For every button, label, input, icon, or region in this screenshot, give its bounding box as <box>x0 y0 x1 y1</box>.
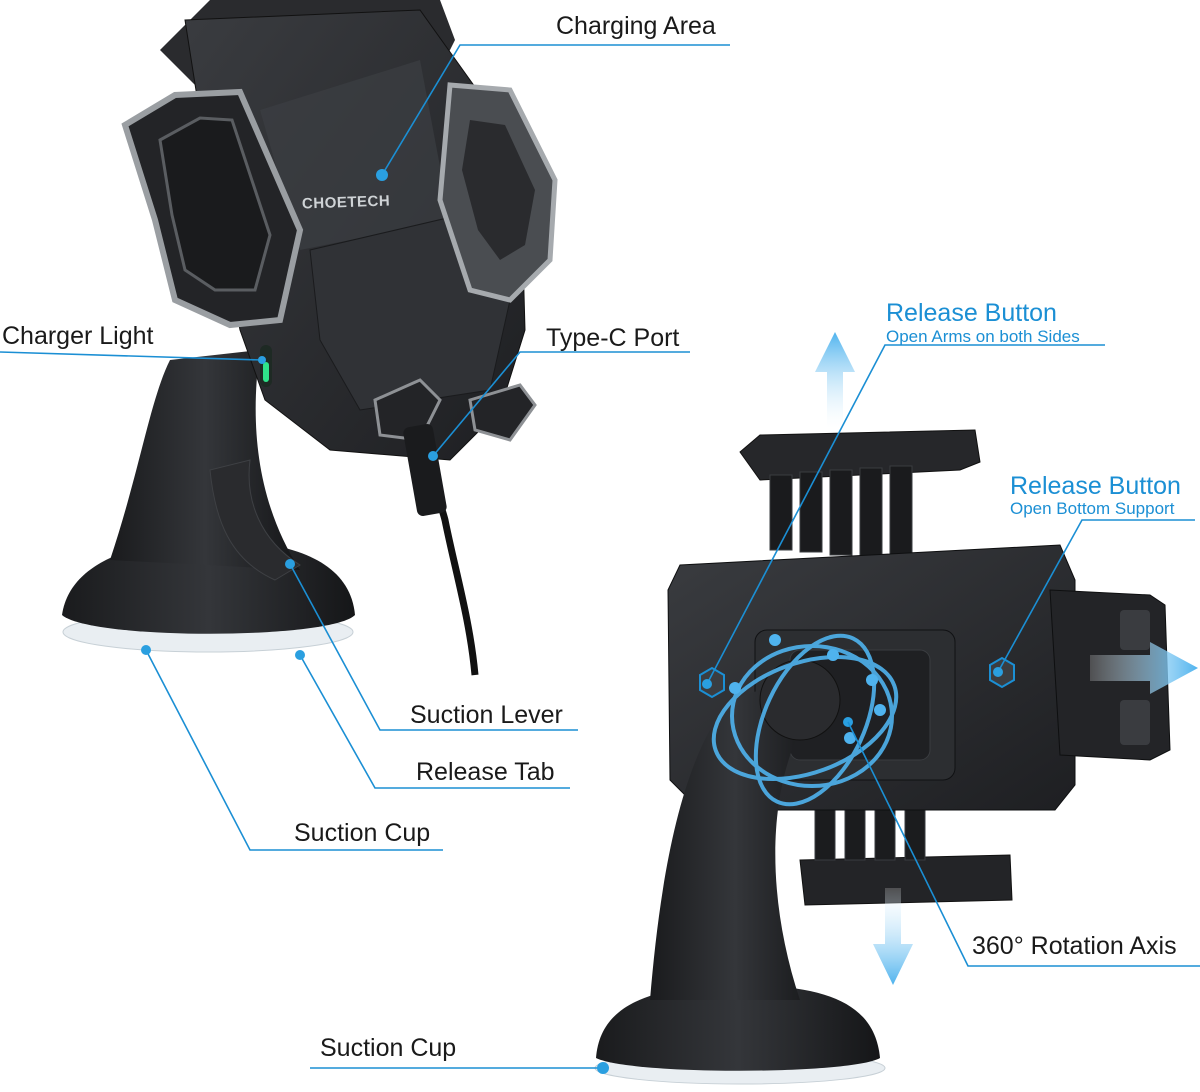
label-suction-lever: Suction Lever <box>410 701 563 729</box>
right-product <box>594 332 1198 1085</box>
callout-line-suction-cup-top <box>145 649 443 851</box>
right-neck <box>650 680 820 1000</box>
callout-line-charger-light <box>0 351 263 361</box>
label-type-c-port: Type-C Port <box>546 324 680 352</box>
callout-line-charging-area <box>381 44 730 176</box>
bottom-extension-bar <box>799 854 1013 906</box>
label-rotation-axis: 360° Rotation Axis <box>972 932 1177 960</box>
left-product <box>62 0 558 676</box>
label-release-button-bottom: Release Button <box>1010 472 1181 500</box>
label-release-tab: Release Tab <box>416 758 555 786</box>
callout-lines <box>0 44 1195 1069</box>
bottom-foot-right <box>468 383 537 442</box>
label-release-button-arms: Release Button <box>886 299 1057 327</box>
callout-line-type-c-port <box>432 351 690 457</box>
side-support-slot-1 <box>1120 610 1150 650</box>
side-support-slot-2 <box>1120 700 1150 745</box>
up-arrow-icon <box>815 332 855 428</box>
label-charging-area: Charging Area <box>556 12 716 40</box>
label-charger-light: Charger Light <box>2 322 154 350</box>
callout-dots <box>141 169 1003 1074</box>
release-button-arms-hex <box>699 666 725 699</box>
top-extension-bar <box>739 429 981 481</box>
label-suction-cup-bottom: Suction Cup <box>320 1034 457 1062</box>
top-extension-ribs <box>769 465 913 557</box>
callout-line-release-button-arms <box>706 344 1105 685</box>
charger-light-led <box>263 362 269 382</box>
right-base <box>596 985 880 1071</box>
callout-line-release-tab <box>299 654 570 789</box>
right-arrow-icon <box>1090 642 1198 694</box>
usb-c-plug <box>403 424 447 516</box>
right-grip-arm-inner <box>462 120 535 260</box>
label-suction-cup-top: Suction Cup <box>294 819 431 847</box>
left-cradle-panel <box>260 60 450 250</box>
left-suction-lever-body <box>209 459 301 581</box>
callout-line-suction-lever <box>289 563 578 731</box>
brand-logo-text: CHOETECH <box>301 192 391 213</box>
label-release-button-arms-sub: Open Arms on both Sides <box>886 327 1080 346</box>
left-grip-arm-inner <box>158 116 272 292</box>
label-release-button-bottom-sub: Open Bottom Support <box>1010 499 1175 518</box>
rotation-orbit-nodes <box>729 634 886 744</box>
callout-line-release-button-bottom <box>997 519 1195 673</box>
